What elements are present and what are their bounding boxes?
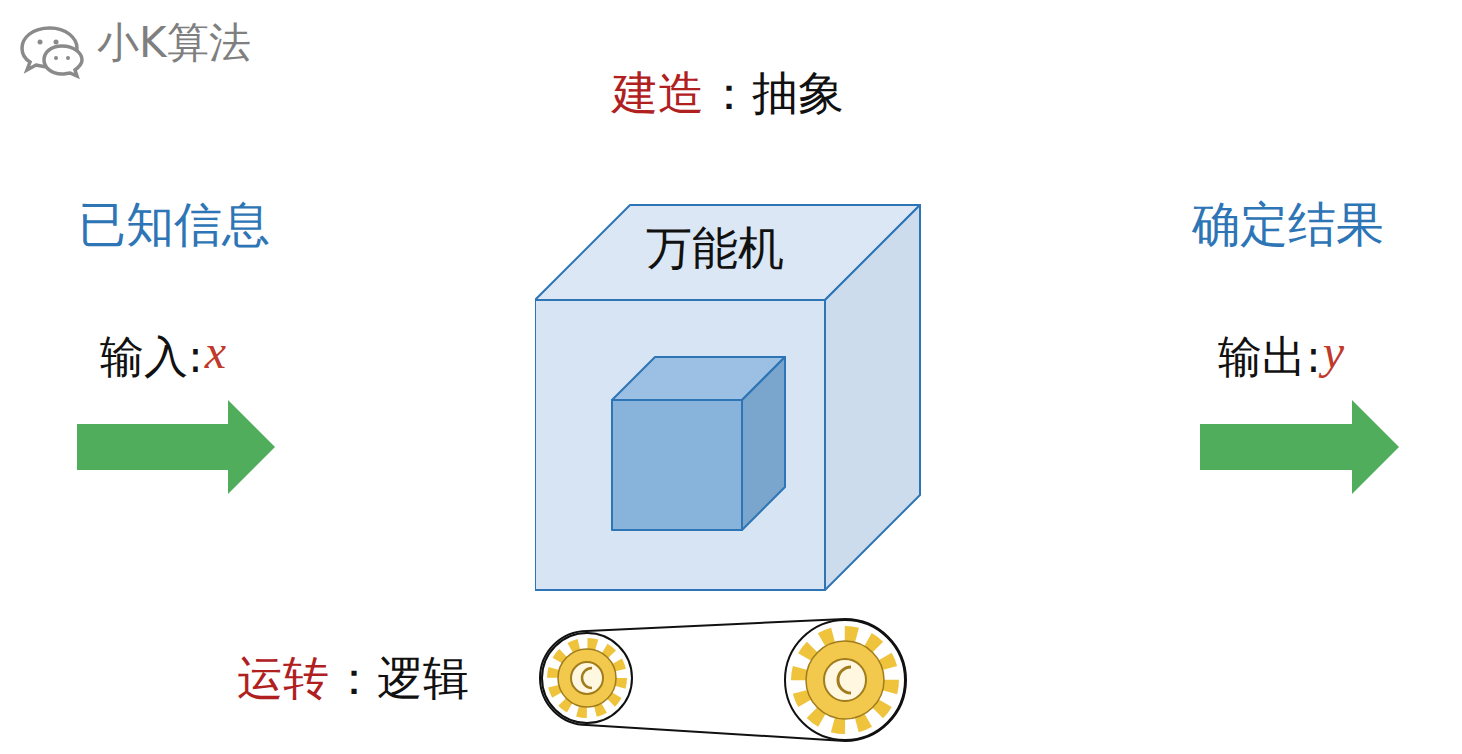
node-title: 万能机: [646, 223, 784, 274]
machine-cube: 万能机: [535, 204, 921, 591]
stage-keyword: 建造: [612, 68, 704, 119]
gear: [542, 633, 632, 723]
cube-face: [612, 400, 742, 530]
stage-description: ：逻辑: [331, 653, 469, 704]
watermark: 小K算法: [97, 20, 251, 66]
section-heading: 已知信息: [78, 198, 270, 251]
wechat-icon: [22, 28, 82, 76]
cube-face: [535, 300, 825, 590]
io-label: 输出:: [1218, 333, 1321, 381]
section-heading: 确定结果: [1192, 198, 1384, 251]
stage-description: ：抽象: [706, 68, 844, 119]
cube-face: [742, 357, 785, 530]
variable-symbol: x: [205, 326, 226, 379]
input-arrow: [77, 400, 275, 494]
gear: [785, 620, 905, 740]
cube-face: [825, 205, 920, 590]
variable-symbol: y: [1323, 326, 1344, 379]
belt: [540, 619, 906, 741]
io-label: 输入:: [100, 333, 203, 381]
stage-keyword: 运转: [237, 653, 329, 704]
output-arrow: [1200, 400, 1399, 494]
